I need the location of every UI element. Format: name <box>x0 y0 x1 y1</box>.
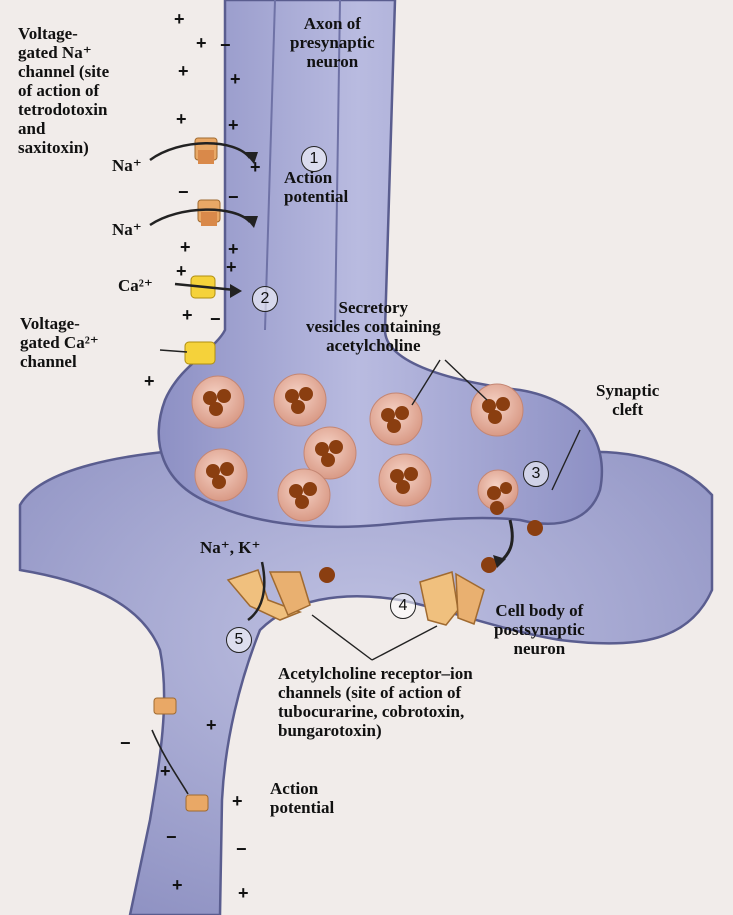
charge-sign: − <box>166 828 177 846</box>
charge-sign: + <box>232 792 243 810</box>
na-channel-top <box>195 138 217 164</box>
vesicles-label: Secretory vesicles containing acetylchol… <box>306 298 441 355</box>
step-3-marker: 3 <box>523 461 549 487</box>
charge-sign: − <box>210 310 221 328</box>
charge-sign: + <box>176 262 187 280</box>
charge-sign: + <box>226 258 237 276</box>
charge-sign: + <box>174 10 185 28</box>
na-k-label: Na⁺, K⁺ <box>200 538 260 557</box>
na-channel-bottom <box>198 200 220 226</box>
step-2-marker: 2 <box>252 286 278 312</box>
step-5-marker: 5 <box>226 627 252 653</box>
action-potential-label-1: Action potential <box>284 168 348 206</box>
charge-sign: − <box>236 840 247 858</box>
ca-ion-label: Ca²⁺ <box>118 276 153 295</box>
vesicle <box>192 376 244 428</box>
vesicle <box>379 454 431 506</box>
charge-sign: + <box>144 372 155 390</box>
charge-sign: + <box>238 884 249 902</box>
charge-sign: + <box>178 62 189 80</box>
charge-sign: − <box>220 36 231 54</box>
ca-channel-label: Voltage- gated Ca²⁺ channel <box>20 314 99 371</box>
na-channel-label: Voltage- gated Na⁺ channel (site of acti… <box>18 24 109 157</box>
synaptic-cleft-label: Synaptic cleft <box>596 381 659 419</box>
charge-sign: − <box>228 188 239 206</box>
na-ion-label-2: Na⁺ <box>112 220 142 239</box>
charge-sign: + <box>250 158 261 176</box>
charge-sign: + <box>228 240 239 258</box>
charge-sign: + <box>230 70 241 88</box>
axon-label: Axon of presynaptic neuron <box>290 14 375 71</box>
step-1-marker: 1 <box>301 146 327 172</box>
charge-sign: + <box>182 306 193 324</box>
charge-sign: + <box>176 110 187 128</box>
charge-sign: + <box>206 716 217 734</box>
charge-sign: + <box>196 34 207 52</box>
step-4-marker: 4 <box>390 593 416 619</box>
receptor-label: Acetylcholine receptor–ion channels (sit… <box>278 664 473 740</box>
charge-sign: − <box>120 734 131 752</box>
na-ion-label-1: Na⁺ <box>112 156 142 175</box>
postsynaptic-na-channel <box>186 795 208 811</box>
cell-body-label: Cell body of postsynaptic neuron <box>494 601 585 658</box>
charge-sign: + <box>160 762 171 780</box>
vesicle <box>274 374 326 426</box>
charge-sign: + <box>172 876 183 894</box>
postsynaptic-na-channel <box>154 698 176 714</box>
charge-sign: + <box>180 238 191 256</box>
vesicle <box>278 469 330 521</box>
ca-channel-bottom <box>185 342 215 364</box>
action-potential-label-2: Action potential <box>270 779 334 817</box>
charge-sign: + <box>228 116 239 134</box>
charge-sign: − <box>178 183 189 201</box>
vesicle <box>195 449 247 501</box>
